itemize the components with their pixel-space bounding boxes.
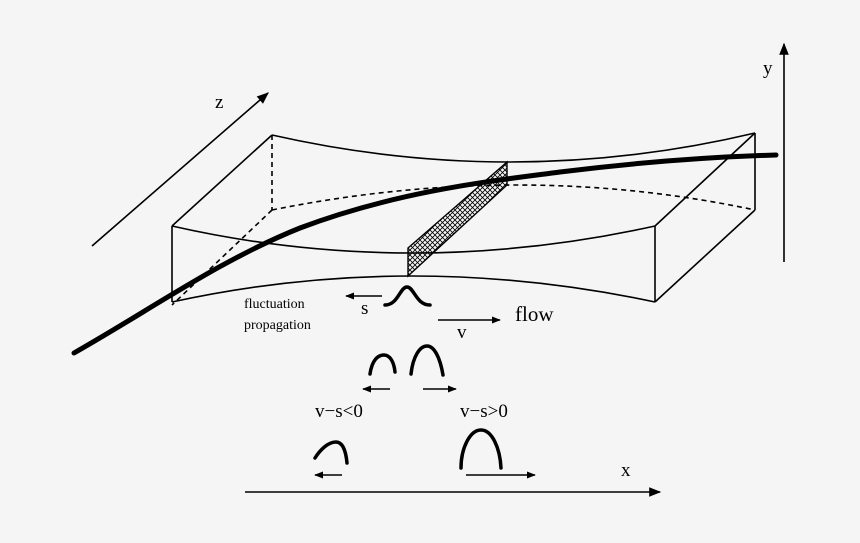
trajectory-curve [71,152,779,356]
x-axis-label: x [621,460,631,481]
pulse-middle-right [409,344,445,377]
flow-label: flow [515,302,554,326]
pulse-bottom-left [313,440,349,465]
box-hidden-edges [171,135,756,306]
z-axis [91,92,269,247]
z-axis-label: z [215,92,223,113]
propagation-label: propagation [244,318,311,333]
pulse-middle-left [368,353,397,376]
v-minus-s-negative-label: v−s<0 [315,401,363,422]
v-label: v [457,322,467,343]
fluctuation-pulse [383,285,432,307]
v-minus-s-positive-label: v−s>0 [460,401,508,422]
y-axis-label: y [763,58,773,79]
s-label: s [361,298,368,319]
pulse-bottom-right [459,428,503,470]
fluctuation-label: fluctuation [244,297,305,312]
hatched-slice [407,160,508,278]
